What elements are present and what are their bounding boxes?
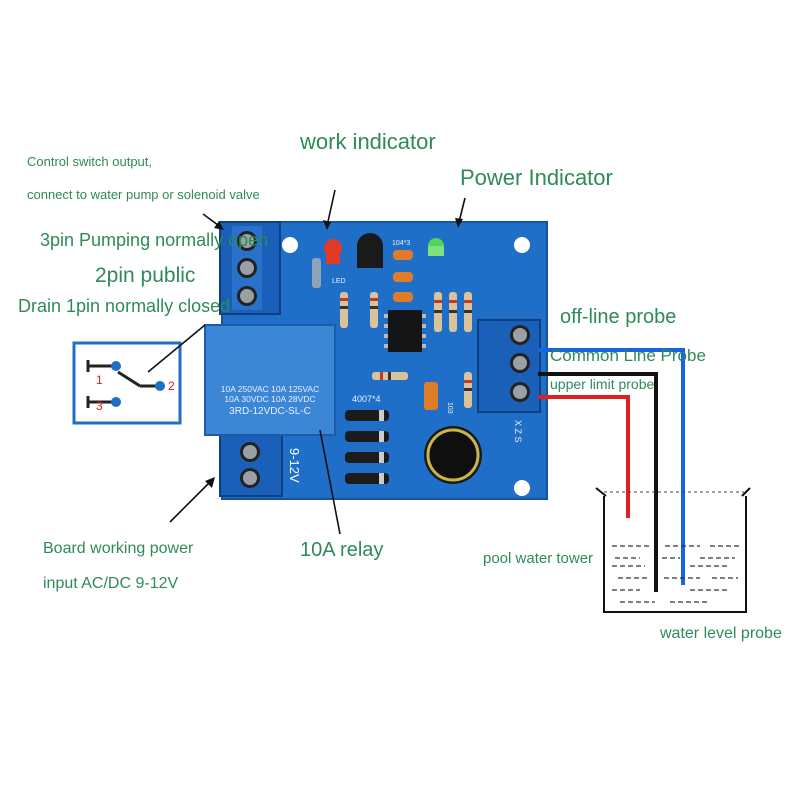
schematic-pin-3: 3 xyxy=(96,399,103,413)
control-output-label-2: connect to water pump or solenoid valve xyxy=(27,187,260,202)
water-level-dashes xyxy=(612,545,740,603)
work-led xyxy=(324,239,342,264)
common-probe-label: Common Line Probe xyxy=(550,346,706,365)
output-terminal-block xyxy=(219,221,281,315)
mount-hole xyxy=(282,237,298,253)
relay-rating-2: 10A 30VDC 10A 28VDC xyxy=(224,394,315,404)
resistor xyxy=(372,372,408,380)
diode xyxy=(312,258,321,288)
diode-label: 4007*4 xyxy=(352,394,381,404)
resistor xyxy=(370,292,378,328)
relay-model: 3RD-12VDC-SL-C xyxy=(229,406,311,417)
board-power-label-1: Board working power xyxy=(43,540,194,557)
film-capacitor xyxy=(424,382,438,410)
resistor xyxy=(449,292,457,332)
transistor xyxy=(357,233,383,268)
pin1-label: Drain 1pin normally closed xyxy=(18,296,231,316)
relay: 10A 250VAC 10A 125VAC 10A 30VDC 10A 28VD… xyxy=(204,324,336,436)
relay-schematic: 1 2 3 xyxy=(72,341,182,425)
probe-marks: X Z S xyxy=(513,420,523,443)
power-led xyxy=(428,238,444,256)
relay-rating-1: 10A 250VAC 10A 125VAC xyxy=(221,384,319,394)
resistor xyxy=(434,292,442,332)
relay-label: 10A relay xyxy=(300,539,384,561)
schematic-pin-1: 1 xyxy=(96,373,103,387)
blue-wire xyxy=(538,348,685,585)
pin2-label: 2pin public xyxy=(95,264,196,287)
control-output-label-1: Control switch output, xyxy=(27,154,153,169)
mount-hole xyxy=(514,480,530,496)
schematic-pin-2: 2 xyxy=(168,379,175,393)
mount-hole xyxy=(514,237,530,253)
black-wire xyxy=(538,372,658,592)
resistor xyxy=(464,292,472,332)
probe-terminal-block xyxy=(477,319,541,413)
ic-chip xyxy=(384,310,426,352)
capacitor-label: 103 xyxy=(446,402,453,414)
ceramic-capacitor xyxy=(393,292,413,302)
offline-probe-label: off-line probe xyxy=(560,306,677,328)
resistor xyxy=(464,372,472,408)
transistor-label: 104*3 xyxy=(392,240,410,247)
board-power-label-2: input AC/DC 9-12V xyxy=(43,575,179,592)
red-wire xyxy=(538,395,630,518)
electrolytic-capacitor xyxy=(424,426,482,484)
pool-label: pool water tower xyxy=(483,550,594,567)
power-indicator-label: Power Indicator xyxy=(460,165,613,190)
rectifier-diodes xyxy=(345,410,389,484)
ceramic-capacitor xyxy=(393,272,413,282)
upper-probe-label: upper limit probe xyxy=(550,376,655,392)
leader-lines xyxy=(147,189,466,535)
ceramic-capacitor xyxy=(393,250,413,260)
resistor xyxy=(340,292,348,328)
water-level-probe-label: water level probe xyxy=(660,625,782,642)
led-label: LED xyxy=(332,278,346,285)
power-terminal-label: 9-12V xyxy=(287,448,302,483)
water-tank xyxy=(595,487,751,613)
power-terminal-block xyxy=(219,431,283,497)
pin3-label: 3pin Pumping normally open xyxy=(40,230,269,250)
work-indicator-label: work indicator xyxy=(300,129,436,154)
